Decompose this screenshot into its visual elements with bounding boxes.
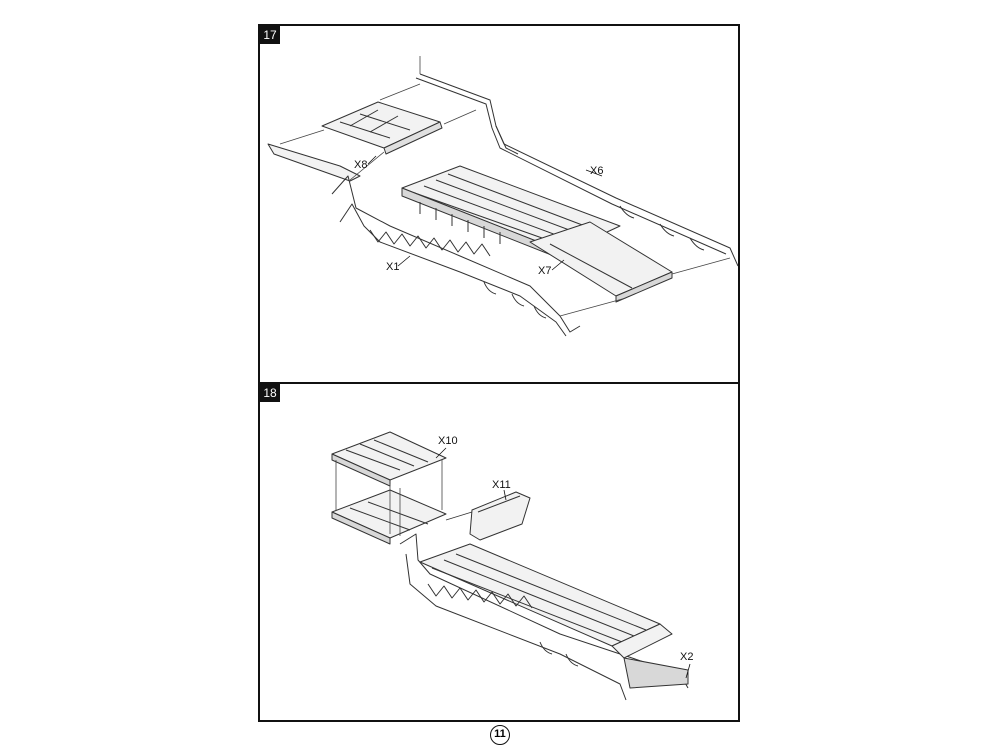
label-x6: X6: [590, 165, 603, 177]
label-x2: X2: [680, 651, 693, 663]
step-18-illustration: X10 X11 X2: [331, 431, 693, 701]
step-17-illustration: X8 X6 X1 X7: [267, 56, 738, 337]
assembled-trailer: [399, 533, 689, 701]
x6-side-frame: [415, 73, 738, 267]
x10-upper-frame: [331, 431, 447, 487]
x8-deck-plate: [267, 143, 361, 182]
x8-upper-tray: [321, 101, 443, 155]
label-x10: X10: [438, 435, 458, 447]
label-x8: X8: [354, 159, 367, 171]
step-number-badge: 18: [260, 384, 280, 402]
step-number-badge: 17: [260, 26, 280, 44]
page-number: 11: [490, 725, 510, 745]
label-x7: X7: [538, 265, 551, 277]
x11-plate: [445, 491, 531, 541]
x10-lower-deck: [331, 489, 447, 545]
step-17-panel: 17: [258, 24, 740, 384]
label-x11: X11: [492, 479, 511, 491]
assembly-guide-lines: [279, 56, 731, 317]
label-x1: X1: [386, 261, 399, 273]
step-18-panel: 18: [258, 382, 740, 722]
x10-assembly-lines: [335, 460, 443, 536]
x7-ramp-plates: [529, 221, 673, 303]
x1-lower-frame: [331, 175, 581, 337]
